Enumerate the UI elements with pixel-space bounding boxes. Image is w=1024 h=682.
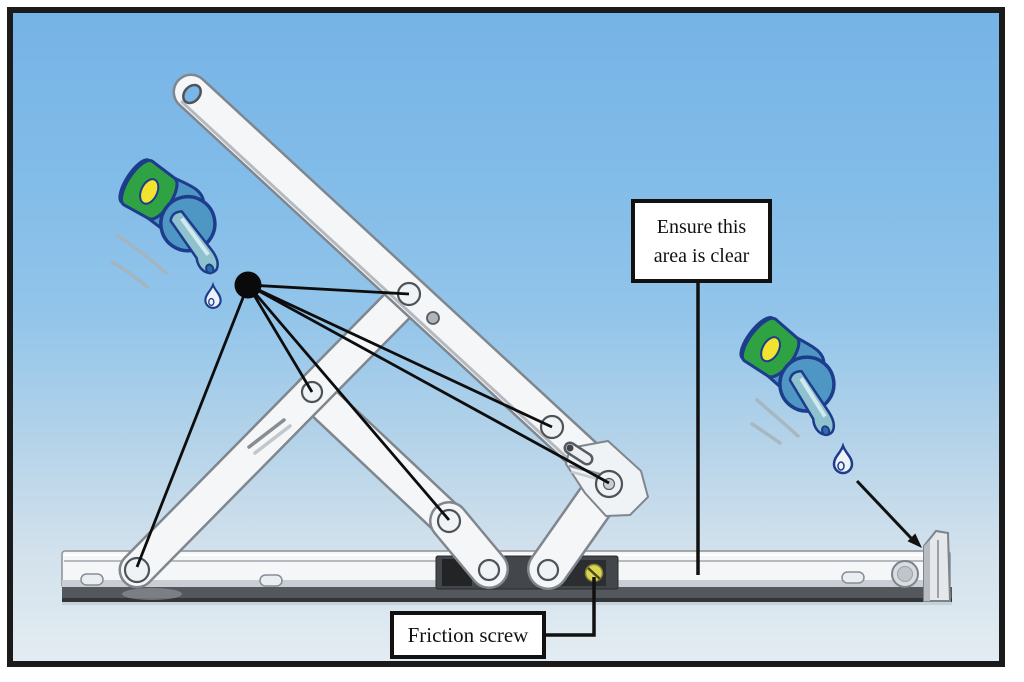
lube-line-mid-rivet [246,284,314,393]
motion-lines-right [750,398,800,445]
rivet-short-right-bottom [536,558,560,582]
lube-line-bracket [247,283,610,485]
sash-slot [563,441,594,466]
track-end-cap [891,529,952,602]
oil-drop-icon-left [204,283,222,309]
lube-line-elbow [246,284,451,521]
track-holes [80,571,865,587]
arrow-to-track-end-icon [855,479,922,548]
oil-drop-icon-right [832,444,854,475]
hinge-linkage [118,73,650,590]
lubrication-point-dot [234,271,262,299]
friction-screw-label-box: Friction screw [390,611,546,659]
lubrication-lines [135,283,610,568]
oil-can-icon-left [104,152,250,279]
lube-line-track-pivot [135,284,250,568]
lube-line-sash-upper [247,283,410,296]
oil-can-icon-right [725,309,869,441]
rivet-track-left [123,556,151,584]
mid-link-arm [293,373,468,540]
friction-screw-label: Friction screw [407,623,529,647]
rivet-short-left-top [436,508,462,534]
friction-screw-pointer-line [546,577,596,637]
sash-arm-end-hole [182,83,202,105]
area-note-line2: area is clear [653,245,750,267]
rivet-sash-small [426,311,440,325]
area-note-box: Ensure this area is clear [631,199,772,283]
area-note-line1: Ensure this [656,216,747,238]
lube-line-sash-mid [247,283,553,429]
rivet-short-left-bottom [477,558,501,582]
track-rail [62,587,952,601]
pivot-shadow [122,588,182,600]
